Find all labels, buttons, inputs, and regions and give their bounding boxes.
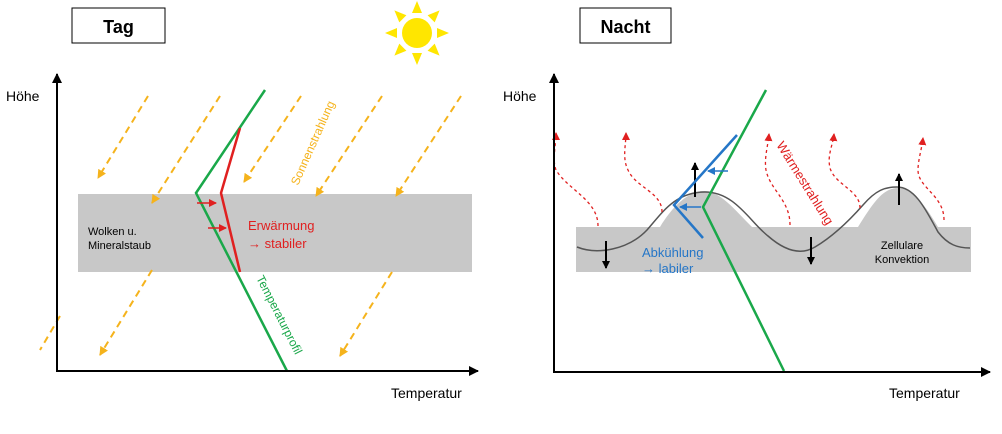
night-cloud-dust-layer <box>576 188 971 272</box>
day-cloud-dust-layer <box>78 194 472 272</box>
warming-label-line1: Erwärmung <box>248 218 314 233</box>
day-warming-profile <box>219 127 242 273</box>
day-layer-label-line2: Mineralstaub <box>88 240 151 252</box>
temperature-profile-label: Temperaturprofil <box>253 273 305 357</box>
day-y-axis-label: Höhe <box>6 88 40 104</box>
night-cooling-profile <box>672 134 738 239</box>
night-temperature-profile <box>701 89 786 372</box>
convection-label-line2: Konvektion <box>875 254 929 266</box>
solar-radiation-arrows <box>39 95 462 357</box>
convection-cells-line <box>576 186 971 252</box>
day-x-axis-label: Temperatur <box>391 385 462 401</box>
night-cooling-arrows <box>679 167 728 211</box>
moon-icon <box>926 18 966 68</box>
heat-radiation-label: Wärmestrahlung <box>773 139 836 228</box>
day-temperature-profile <box>194 89 289 372</box>
convection-label-line1: Zellulare <box>881 240 923 252</box>
day-warming-arrows <box>197 199 227 232</box>
night-title-box: Nacht <box>579 7 672 44</box>
night-panel: Nacht <box>503 7 991 401</box>
cooling-label-line2: → labiler <box>642 261 694 276</box>
day-title-box: Tag <box>71 7 166 44</box>
night-y-axis-label: Höhe <box>503 88 537 104</box>
sun-icon <box>385 1 449 65</box>
day-title: Tag <box>103 17 134 37</box>
heat-radiation-arrows <box>551 132 945 227</box>
cooling-label-line1: Abkühlung <box>642 245 703 260</box>
night-x-axis-label: Temperatur <box>889 385 960 401</box>
warming-label-line2: → stabiler <box>248 236 307 251</box>
day-panel: Tag <box>6 1 479 401</box>
night-title: Nacht <box>600 17 650 37</box>
day-layer-label-line1: Wolken u. <box>88 226 137 238</box>
solar-radiation-label: Sonnenstrahlung <box>288 99 338 188</box>
